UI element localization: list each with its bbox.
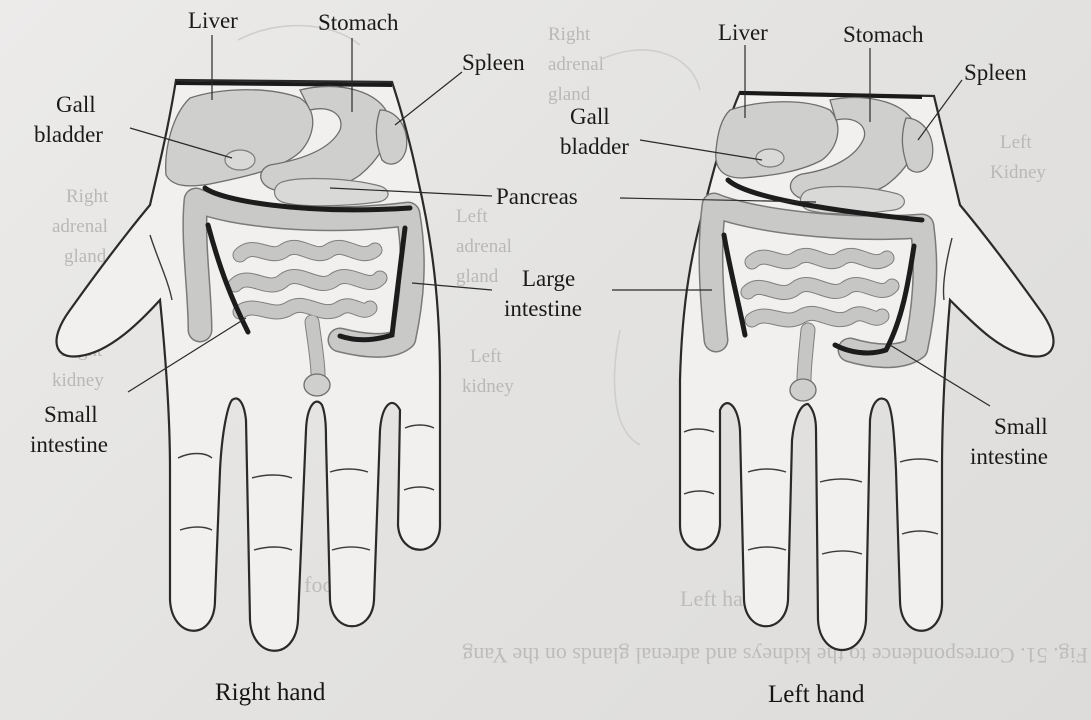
pancreas-label: Pancreas (496, 184, 578, 209)
ghost-text: adrenal (456, 236, 512, 257)
ghost-text: Kidney (990, 162, 1046, 183)
right-leader-lines (127, 35, 493, 393)
right-intestine-label: intestine (30, 432, 108, 457)
ghost-text: Left (1000, 132, 1032, 153)
right-hand-figure: Liver Stomach Spleen Gall bladder Pancre… (30, 8, 582, 706)
right-spleen-label: Spleen (462, 50, 525, 75)
right-rectum-organ (303, 373, 331, 397)
left-hand-wrist-bar (739, 91, 923, 99)
ghost-text: gland (456, 266, 499, 287)
left-liver-organ (715, 101, 839, 179)
ghost-text: kidney (462, 376, 514, 397)
left-hand-figure: Liver Stomach Spleen Gall bladder Small … (560, 20, 1055, 708)
left-liver-label: Liver (718, 20, 768, 45)
ghost-text: Left (470, 346, 502, 367)
ghost-text: gland (64, 246, 107, 267)
ghost-text: Right (548, 24, 591, 45)
right-liver-label: Liver (188, 8, 238, 33)
right-gall-label: Gall (56, 92, 96, 117)
left-gall-bladder-organ (755, 148, 785, 168)
ghost-text: Left (456, 206, 488, 227)
left-small-intestine-organ (741, 248, 899, 387)
left-small-label: Small (994, 414, 1048, 439)
right-finger-creases (149, 234, 435, 551)
ghost-text: adrenal (548, 54, 604, 75)
large-label: Large (522, 266, 575, 291)
left-rectum-organ (789, 378, 817, 402)
right-hand-caption: Right hand (215, 679, 326, 706)
right-pancreas-organ (273, 177, 389, 207)
right-spleen-organ (375, 109, 408, 165)
left-spleen-label: Spleen (964, 60, 1027, 85)
right-gall-bladder-organ (224, 149, 256, 171)
ghost-outline (237, 24, 701, 446)
left-intestine-label: intestine (970, 444, 1048, 469)
left-stomach-label: Stomach (843, 22, 924, 47)
right-meridian-line (202, 185, 413, 343)
left-meridian-line (721, 177, 925, 356)
ghost-figure-caption: Fig. 51. Correspondence to the kidneys a… (462, 643, 1088, 668)
ghost-text: Right (66, 186, 109, 207)
right-hand-wrist-bar (175, 81, 393, 87)
right-stomach-label: Stomach (318, 10, 399, 35)
right-small-label: Small (44, 402, 98, 427)
left-bladder-label: bladder (560, 134, 629, 159)
ghost-text: gland (548, 84, 591, 105)
ghost-text: adrenal (52, 216, 108, 237)
left-leader-lines (612, 45, 991, 407)
right-small-intestine-organ (228, 240, 387, 382)
intestine-label: intestine (504, 296, 582, 321)
left-hand-caption: Left hand (768, 681, 865, 708)
right-large-intestine-organ (183, 189, 424, 357)
left-gall-label: Gall (570, 104, 610, 129)
right-bladder-label: bladder (34, 122, 103, 147)
left-finger-creases (683, 237, 953, 555)
left-spleen-organ (901, 117, 934, 173)
ghost-text: kidney (52, 370, 104, 391)
left-large-intestine-organ (699, 194, 936, 367)
